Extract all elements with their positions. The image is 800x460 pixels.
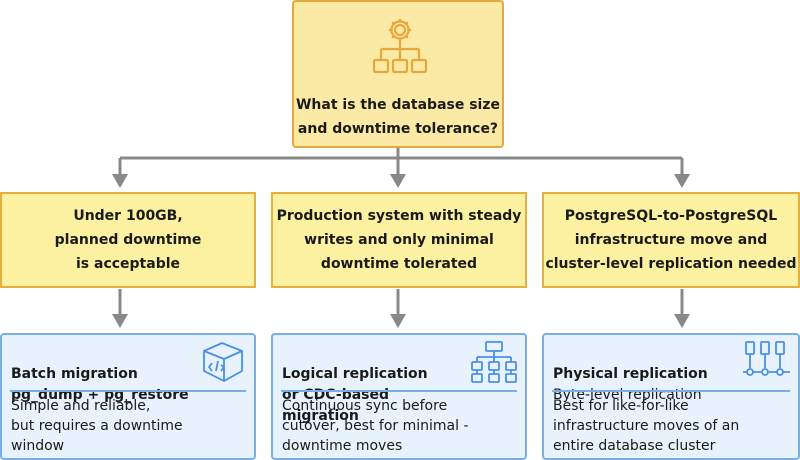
arrow-down-icon xyxy=(674,314,690,328)
method-description: Simple and reliable, but requires a down… xyxy=(11,398,183,454)
divider xyxy=(281,390,517,392)
method-description: Continuous sync before cutover, best for… xyxy=(282,398,469,454)
code-box-icon xyxy=(203,342,243,382)
decision-question: What is the database size and downtime t… xyxy=(295,97,500,137)
method-description: Best for like-for-like infrastructure mo… xyxy=(553,398,740,454)
condition-text: PostgreSQL-to-PostgreSQL infrastructure … xyxy=(545,208,797,272)
condition-box-small-db: Under 100GB, planned downtime is accepta… xyxy=(0,192,256,288)
arrow-down-icon xyxy=(390,314,406,328)
arrow-down-icon xyxy=(390,174,406,188)
org-chart-gear-icon xyxy=(372,19,428,74)
decision-node: What is the database size and downtime t… xyxy=(292,0,504,148)
method-box-logical: Logical replication or CDC-based migrati… xyxy=(271,333,527,460)
divider xyxy=(552,390,790,392)
condition-text: Under 100GB, planned downtime is accepta… xyxy=(54,208,202,272)
arrow-down-icon xyxy=(112,314,128,328)
arrow-down-icon xyxy=(112,174,128,188)
condition-text: Production system with steady writes and… xyxy=(276,208,522,272)
hierarchy-icon xyxy=(471,341,517,383)
node-chain-icon xyxy=(743,341,790,376)
method-title: Logical replication or CDC-based migrati… xyxy=(282,366,428,424)
condition-box-production: Production system with steady writes and… xyxy=(271,192,527,288)
divider xyxy=(10,390,246,392)
arrow-down-icon xyxy=(674,174,690,188)
condition-box-postgres: PostgreSQL-to-PostgreSQL infrastructure … xyxy=(542,192,800,288)
